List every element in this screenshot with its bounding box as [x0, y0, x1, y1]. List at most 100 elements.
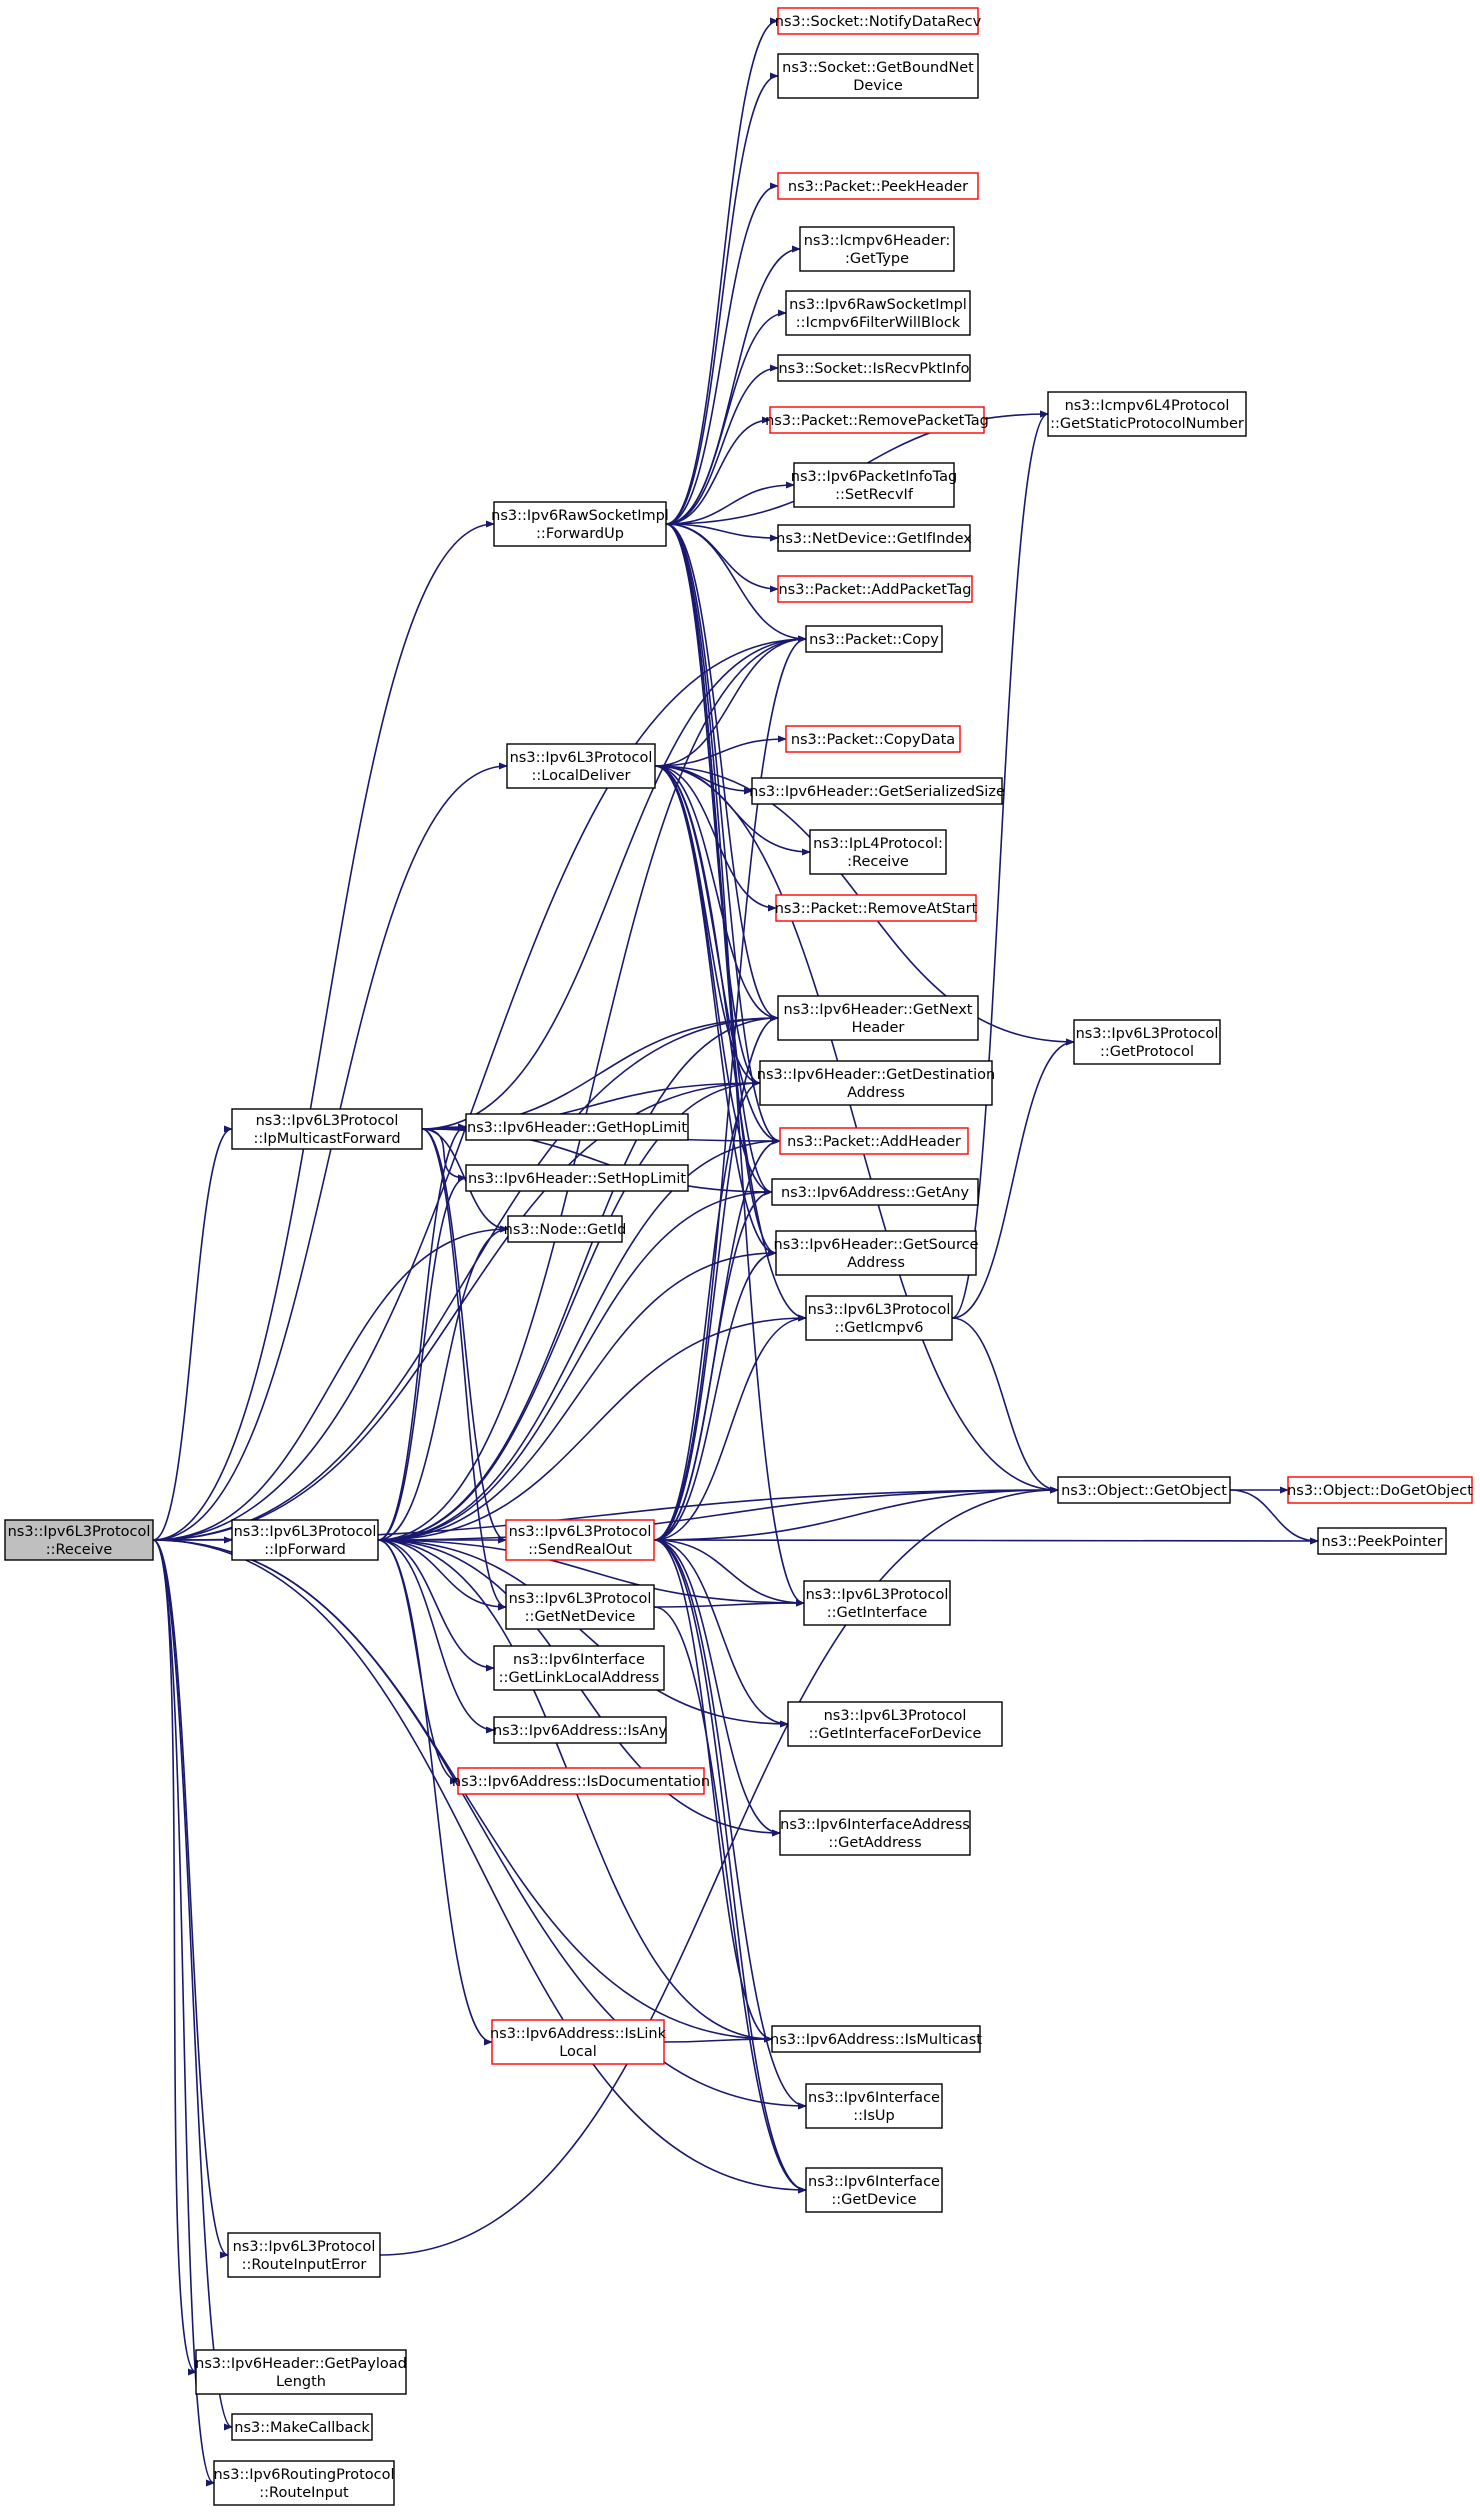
node-ns3-makecallback[interactable]: ns3::MakeCallback [231, 2413, 373, 2441]
node-label: ::IsUp [853, 2108, 894, 2124]
node-box [777, 995, 979, 1041]
node-label: ns3::Ipv6L3Protocol [233, 2239, 376, 2255]
node-box [505, 1584, 655, 1630]
node-ns3-ipv6l3protocol-getnetdevice[interactable]: ns3::Ipv6L3Protocol::GetNetDevice [505, 1584, 655, 1630]
node-box [805, 2083, 943, 2129]
node-ns3-icmpv6l4protocol-getstaticprotocolnumber[interactable]: ns3::Icmpv6L4Protocol::GetStaticProtocol… [1047, 391, 1247, 437]
node-ns3-ipv6l3protocol-sendrealout[interactable]: ns3::Ipv6L3Protocol::SendRealOut [505, 1519, 655, 1561]
node-ns3-ipv6l3protocol-routeinputerror[interactable]: ns3::Ipv6L3Protocol::RouteInputError [227, 2232, 381, 2278]
node-ns3-socket-notifydatarecv[interactable]: ns3::Socket::NotifyDataRecv [775, 7, 982, 35]
node-box [1073, 1019, 1221, 1065]
node-label: ::Icmpv6FilterWillBlock [796, 315, 961, 331]
node-label: ns3::Ipv6L3Protocol [509, 1591, 652, 1607]
node-ns3-ipv6rawsocketimpl-forwardup[interactable]: ns3::Ipv6RawSocketImpl::ForwardUp [491, 501, 669, 547]
node-ns3-peekpointer[interactable]: ns3::PeekPointer [1317, 1527, 1447, 1555]
node-ns3-ipv6interface-isup[interactable]: ns3::Ipv6Interface::IsUp [805, 2083, 943, 2129]
node-label: ns3::PeekPointer [1321, 1534, 1442, 1550]
node-ns3-ipv6interface-getlinklocaladdress[interactable]: ns3::Ipv6Interface::GetLinkLocalAddress [493, 1645, 665, 1691]
node-ns3-object-dogetobject[interactable]: ns3::Object::DoGetObject [1287, 1476, 1473, 1504]
node-box [805, 2167, 943, 2213]
edge-ipforward-to-gethoplimit [377, 1123, 467, 1541]
node-box [775, 1230, 977, 1276]
edge-forwardup-to-getdestaddr [665, 523, 761, 1087]
edge-receive-to-nodegetid [152, 1225, 509, 1541]
edge-sendrealout-to-getdestaddr [653, 1079, 761, 1541]
edge-localdeliver-to-getnextheader [654, 765, 779, 1022]
node-box [771, 1178, 979, 1206]
node-ns3-ipv6address-isdocumentation[interactable]: ns3::Ipv6Address::IsDocumentation [452, 1767, 710, 1795]
node-label: ::GetInterface [827, 1605, 928, 1621]
node-ns3-ipv6l3protocol-ipmulticastforward[interactable]: ns3::Ipv6L3Protocol::IpMulticastForward [231, 1108, 423, 1150]
node-ns3-packet-removeatstart[interactable]: ns3::Packet::RemoveAtStart [775, 894, 978, 922]
node-ns3-icmpv6header-gettype[interactable]: ns3::Icmpv6Header::GetType [799, 226, 955, 272]
node-ns3-packet-addpackettag[interactable]: ns3::Packet::AddPacketTag [777, 575, 973, 603]
node-ns3-ipv6l3protocol-localdeliver[interactable]: ns3::Ipv6L3Protocol::LocalDeliver [506, 743, 656, 789]
node-box [506, 743, 656, 789]
node-ns3-ipv6header-sethoplimit[interactable]: ns3::Ipv6Header::SetHopLimit [465, 1164, 689, 1192]
edge-islinklocal-to-ismulticast [663, 2035, 773, 2043]
node-label: ns3::Ipv6L3Protocol [824, 1708, 967, 1724]
node-ns3-ipv6interface-getdevice[interactable]: ns3::Ipv6Interface::GetDevice [805, 2167, 943, 2213]
node-ns3-socket-isrecvpktinfo[interactable]: ns3::Socket::IsRecvPktInfo [777, 354, 971, 382]
node-label: Device [853, 78, 903, 94]
edge-localdeliver-to-getsourceaddr [654, 765, 777, 1257]
node-label: ns3::NetDevice::GetIfIndex [776, 531, 972, 547]
edge-ipforward-to-getlinklocal [377, 1539, 495, 1672]
node-label: ns3::Ipv6Interface [808, 2174, 940, 2190]
node-ns3-ipv6address-ismulticast[interactable]: ns3::Ipv6Address::IsMulticast [770, 2025, 982, 2053]
node-ns3-packet-removepackettag[interactable]: ns3::Packet::RemovePacketTag [765, 406, 989, 434]
node-ns3-packet-copy[interactable]: ns3::Packet::Copy [805, 625, 943, 653]
node-label: ns3::Ipv6L3Protocol [234, 1524, 377, 1540]
edge-ipforward-to-getnetdevice [377, 1539, 507, 1611]
node-label: ns3::IpL4Protocol: [813, 836, 943, 852]
node-box [805, 1295, 953, 1341]
node-ns3-ipv6l3protocol-geticmpv6[interactable]: ns3::Ipv6L3Protocol::GetIcmpv6 [805, 1295, 953, 1341]
edge-ipforward-to-getsourceaddr [377, 1249, 777, 1541]
node-label: ns3::Packet::AddPacketTag [778, 582, 971, 598]
node-label: ::RouteInputError [242, 2257, 367, 2273]
node-ns3-packet-addheader[interactable]: ns3::Packet::AddHeader [779, 1127, 969, 1155]
node-ns3-ipv6packetinfotag-setrecvif[interactable]: ns3::Ipv6PacketInfoTag::SetRecvIf [791, 462, 957, 508]
node-label: ns3::Ipv6Address::IsLink [490, 2026, 667, 2042]
node-ns3-packet-peekheader[interactable]: ns3::Packet::PeekHeader [777, 172, 979, 200]
node-box [507, 1215, 623, 1243]
edge-ipforward-to-addheader [377, 1137, 781, 1541]
node-box [751, 777, 1003, 805]
node-ns3-ipv6l3protocol-getinterfacefordevice[interactable]: ns3::Ipv6L3Protocol::GetInterfaceForDevi… [787, 1701, 1003, 1747]
node-ns3-ipv6l3protocol-ipforward[interactable]: ns3::Ipv6L3Protocol::IpForward [231, 1519, 379, 1561]
node-label: :GetType [845, 251, 909, 267]
node-ns3-ipv6address-isany[interactable]: ns3::Ipv6Address::IsAny [493, 1716, 667, 1744]
node-ns3-netdevice-getifindex[interactable]: ns3::NetDevice::GetIfIndex [776, 524, 972, 552]
node-box [809, 829, 947, 875]
node-label: ns3::Ipv6Interface [513, 1652, 645, 1668]
node-label: Header [852, 1020, 905, 1036]
node-ns3-node-getid[interactable]: ns3::Node::GetId [504, 1215, 627, 1243]
edge-localdeliver-to-copy [654, 635, 807, 767]
node-label: Address [847, 1255, 905, 1271]
node-ns3-object-getobject[interactable]: ns3::Object::GetObject [1057, 1476, 1231, 1504]
node-ns3-ipv6rawsocketimpl-icmpv6filterwillblock[interactable]: ns3::Ipv6RawSocketImpl::Icmpv6FilterWill… [785, 290, 971, 336]
node-ns3-packet-copydata[interactable]: ns3::Packet::CopyData [785, 725, 961, 753]
node-label: ns3::Ipv6Address::GetAny [781, 1185, 969, 1201]
node-ns3-ipv6routingprotocol-routeinput[interactable]: ns3::Ipv6RoutingProtocol::RouteInput [213, 2460, 395, 2506]
node-ns3-ipv6address-getany[interactable]: ns3::Ipv6Address::GetAny [771, 1178, 979, 1206]
node-label: ns3::Ipv6Header::GetDestination [757, 1067, 995, 1083]
node-box [793, 462, 955, 508]
edge-getnetdevice-to-getinterface [653, 1599, 805, 1608]
node-label: ns3::Ipv6Header::GetSerializedSize [749, 784, 1005, 800]
edge-receive-to-getdestaddr [152, 1079, 761, 1541]
edge-routeinputerror-to-getobject [379, 1486, 1059, 2256]
node-ns3-ipv6l3protocol-getinterface[interactable]: ns3::Ipv6L3Protocol::GetInterface [803, 1580, 951, 1626]
node-ns3-ipv6interfaceaddress-getaddress[interactable]: ns3::Ipv6InterfaceAddress::GetAddress [779, 1810, 971, 1856]
node-ns3-ipv6l3protocol-getprotocol[interactable]: ns3::Ipv6L3Protocol::GetProtocol [1073, 1019, 1221, 1065]
node-ns3-ipv6header-gethoplimit[interactable]: ns3::Ipv6Header::GetHopLimit [465, 1113, 689, 1141]
node-box [465, 1164, 689, 1192]
node-ns3-ipl4protocol-receive[interactable]: ns3::IpL4Protocol::Receive [809, 829, 947, 875]
node-ns3-ipv6header-getserializedsize[interactable]: ns3::Ipv6Header::GetSerializedSize [749, 777, 1005, 805]
